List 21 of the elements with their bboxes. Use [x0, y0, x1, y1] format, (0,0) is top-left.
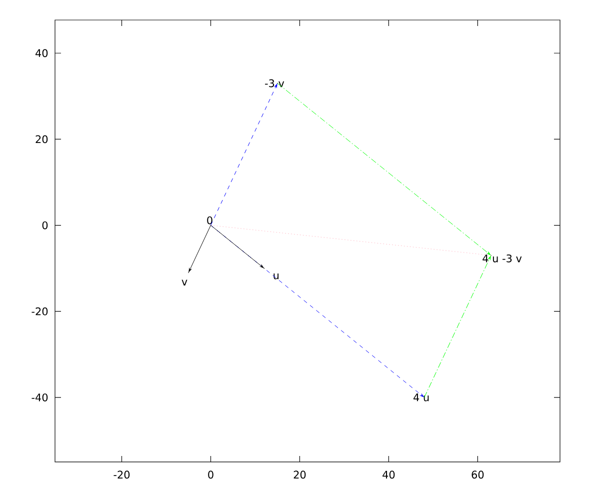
tick-label: 40 [382, 470, 395, 479]
tick-label: -20 [32, 307, 48, 316]
tick-label: 60 [472, 470, 484, 479]
tick-label: 0 [42, 221, 48, 230]
vector-arrow [277, 83, 491, 256]
tick-label: -20 [114, 470, 130, 479]
tick-label: 40 [36, 49, 48, 58]
point-label: 0 [207, 216, 212, 224]
vector-arrow [210, 225, 264, 268]
point-label: v [182, 280, 188, 286]
point-label: 4 u [414, 394, 429, 402]
tick-label: -40 [32, 393, 48, 402]
point-label: -3 v [265, 79, 284, 88]
vector-arrow [210, 84, 278, 226]
point-label: 4 u -3 v [482, 254, 522, 262]
point-label: u [274, 273, 278, 280]
tick-label: 20 [294, 470, 306, 479]
tick-label: 20 [36, 135, 48, 144]
vector-arrow [188, 225, 211, 272]
tick-label: 0 [208, 470, 214, 479]
vector-arrow [424, 256, 491, 398]
